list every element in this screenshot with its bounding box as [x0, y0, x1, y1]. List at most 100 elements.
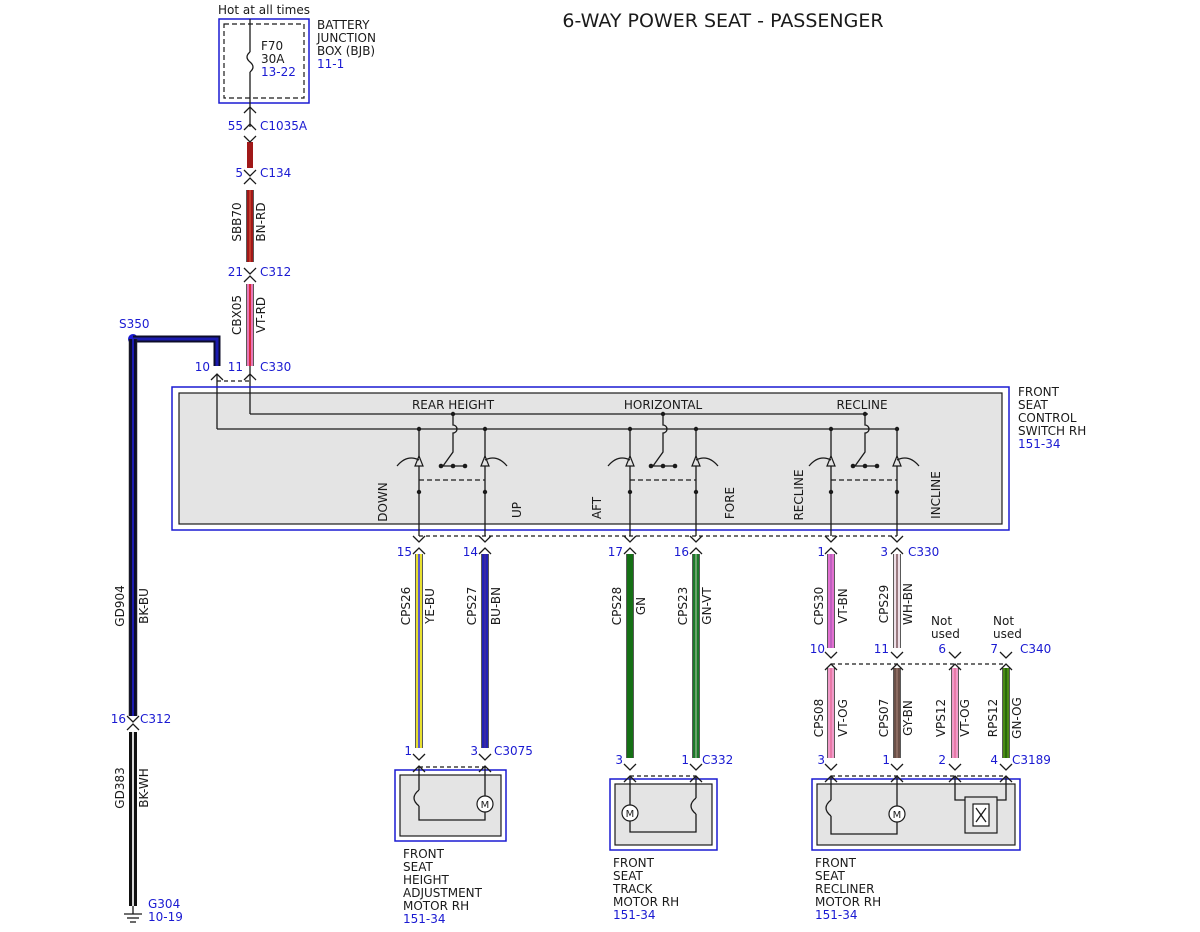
switch-pin-a: 10: [195, 360, 210, 374]
height-motor-label-4: ADJUSTMENT: [403, 886, 483, 900]
c3189-pin-4: 4: [990, 753, 998, 767]
track-motor-label-2: SEAT: [613, 869, 643, 883]
cps29-color: WH-BN: [901, 583, 915, 625]
ground-connector-name: C312: [140, 712, 171, 726]
c134-pin: 5: [235, 166, 243, 180]
position-incline: INCLINE: [929, 471, 943, 519]
height-motor-ref: 151-34: [403, 912, 446, 926]
track-motor-symbol-glyph: M: [626, 809, 635, 820]
hot-at-all-times-label: Hot at all times: [218, 3, 310, 17]
output-pin-16: 16: [674, 545, 689, 559]
cps23-color: GN-VT: [700, 587, 714, 625]
c3189-pin-chev-1-top: [890, 763, 904, 771]
gd383-color: BK-WH: [137, 768, 151, 808]
c330-out-pin-a-4: [824, 535, 838, 543]
switch-label-3: CONTROL: [1018, 411, 1077, 425]
not-used-1b: used: [931, 627, 960, 641]
height-motor-label-1: FRONT: [403, 847, 445, 861]
fuse-name: F70: [261, 39, 283, 53]
output-pin-3: 3: [880, 545, 888, 559]
switch-contact-0-2: [462, 463, 468, 469]
recliner-motor-label-4: MOTOR RH: [815, 895, 881, 909]
recliner-motor-label-1: FRONT: [815, 856, 857, 870]
c340-bot-2: [948, 663, 962, 671]
position-aft: AFT: [590, 496, 604, 519]
switch-label-1: FRONT: [1018, 385, 1060, 399]
splice-to-switch-wire-stripe: [133, 337, 219, 366]
c330-out-pin-b-4: [824, 547, 838, 555]
switch-contact-2-1: [862, 463, 868, 469]
c332-pin-3-chev-top: [623, 763, 637, 771]
c330-out-pin-a-5: [890, 535, 904, 543]
junction-p-2: [862, 411, 868, 417]
cps23-circuit: CPS23: [676, 587, 690, 626]
c340-pin-7: 7: [990, 642, 998, 656]
bjb-outline: [218, 18, 310, 104]
cps28-circuit: CPS28: [610, 587, 624, 626]
c340-top-0: [824, 651, 838, 659]
diagram-title: 6-WAY POWER SEAT - PASSENGER: [562, 10, 883, 32]
junction-b-2: [894, 426, 900, 432]
c330-out-pin-b-3: [689, 547, 703, 555]
ground-connector-pin: 16: [111, 712, 126, 726]
recliner-limit-switch: [825, 799, 832, 817]
c332-pin-1: 1: [681, 753, 689, 767]
recliner-loop: [830, 816, 898, 835]
c3189-pin-3: 3: [817, 753, 825, 767]
height-limit-switch: [413, 789, 420, 807]
c330-out-pin-b-2: [623, 547, 637, 555]
switch-connector: C330: [260, 360, 291, 374]
c134-connector-symbol: [243, 169, 257, 185]
output-pin-17: 17: [608, 545, 623, 559]
fuse-f70-symbol: [246, 51, 254, 73]
switch-link-dot-2-0: [828, 489, 834, 495]
cps26-circuit: CPS26: [399, 587, 413, 626]
junction-p-0: [450, 411, 456, 417]
sensor-lead-2: [997, 776, 1007, 801]
cbx05-circuit: CBX05: [230, 295, 244, 335]
bjb-label-3: BOX (BJB): [317, 44, 375, 58]
c3075-name: C3075: [494, 744, 533, 758]
rps12-color: GN-OG: [1010, 697, 1024, 739]
cps30-color: VT-BN: [836, 588, 850, 624]
junction-b-1: [693, 426, 699, 432]
c312-ground-connector-symbol: [126, 715, 140, 731]
junction-b-0: [482, 426, 488, 432]
switch-contact-0-1: [450, 463, 456, 469]
ground-name: G304: [148, 897, 180, 911]
position-sensor-cross: [975, 807, 987, 823]
switch-arm-2-0: [808, 457, 832, 467]
splice-name: S350: [119, 317, 150, 331]
recliner-motor-symbol: [888, 805, 906, 823]
sensor-lead-1: [954, 776, 965, 801]
c3189-pin-chev-0-top: [824, 763, 838, 771]
c340-top-2: [948, 651, 962, 659]
sbb70-color: BN-RD: [254, 202, 268, 241]
switch-arm-0-0: [396, 457, 420, 467]
cps28-color: GN: [634, 597, 648, 615]
recliner-motor-symbol-glyph: M: [893, 810, 902, 821]
c312-pin: 21: [228, 265, 243, 279]
not-used-2b: used: [993, 627, 1022, 641]
switch-arm-0-1: [484, 457, 508, 467]
switch-power-tap-2: [854, 414, 870, 467]
switch-pin-b: 11: [228, 360, 243, 374]
c330-out-pin-b-0: [412, 547, 426, 555]
bjb-output-terminal: [243, 106, 257, 114]
recliner-motor-label-2: SEAT: [815, 869, 845, 883]
height-motor-symbol: [476, 795, 494, 813]
vps12-circuit: VPS12: [934, 699, 948, 737]
gd904-circuit: GD904: [113, 585, 127, 626]
junction-a-0: [416, 426, 422, 432]
ground-ref: 10-19: [148, 910, 183, 924]
c332-pin-1-chev-top: [689, 763, 703, 771]
c3189-pin-2: 2: [938, 753, 946, 767]
c312-name: C312: [260, 265, 291, 279]
fuse-rating: 30A: [261, 52, 285, 66]
c3075-pin-3: 3: [470, 744, 478, 758]
switch-contact-1-0: [648, 463, 654, 469]
height-motor-symbol-glyph: M: [481, 800, 490, 811]
c3189-pin-chev-3-top: [999, 763, 1013, 771]
vps12-color: VT-OG: [958, 699, 972, 737]
junction-a-2: [828, 426, 834, 432]
